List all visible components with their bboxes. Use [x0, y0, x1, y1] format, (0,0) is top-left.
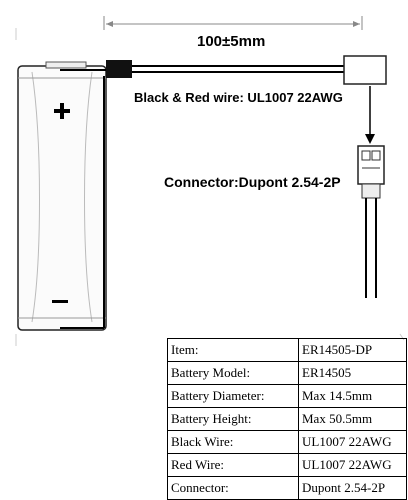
spec-table: Item:ER14505-DP Battery Model:ER14505 Ba… [167, 338, 407, 500]
spec-key: Battery Diameter: [167, 384, 299, 408]
spec-key: Red Wire: [167, 453, 299, 477]
spec-value: ER14505 [298, 361, 407, 385]
spec-key: Connector: [167, 476, 299, 500]
spec-key: Battery Height: [167, 407, 299, 431]
spec-value: UL1007 22AWG [298, 453, 407, 477]
table-row: Battery Diameter:Max 14.5mm [167, 384, 407, 408]
spec-value: ER14505-DP [298, 338, 407, 362]
dimension-label: 100±5mm [197, 33, 266, 50]
table-row: Connector:Dupont 2.54-2P [167, 476, 407, 500]
plus-symbol [54, 103, 70, 119]
minus-symbol [52, 300, 68, 303]
spec-value: Dupont 2.54-2P [298, 476, 407, 500]
detail-arrow [365, 86, 375, 144]
spec-key: Black Wire: [167, 430, 299, 454]
table-row: Black Wire:UL1007 22AWG [167, 430, 407, 454]
spec-value: Max 14.5mm [298, 384, 407, 408]
spec-key: Battery Model: [167, 361, 299, 385]
spec-value: UL1007 22AWG [298, 430, 407, 454]
battery-cell [17, 61, 107, 331]
connector-detail [357, 145, 385, 298]
dimension-line [103, 16, 363, 30]
table-row: Item:ER14505-DP [167, 338, 407, 362]
connector-housing-top [343, 55, 387, 85]
spec-key: Item: [167, 338, 299, 362]
table-row: Battery Model:ER14505 [167, 361, 407, 385]
table-row: Red Wire:UL1007 22AWG [167, 453, 407, 477]
spec-value: Max 50.5mm [298, 407, 407, 431]
wire-spec-label: Black & Red wire: UL1007 22AWG [134, 90, 343, 105]
lead-wires [60, 60, 344, 329]
table-row: Battery Height:Max 50.5mm [167, 407, 407, 431]
connector-spec-label: Connector:Dupont 2.54-2P [164, 174, 341, 190]
